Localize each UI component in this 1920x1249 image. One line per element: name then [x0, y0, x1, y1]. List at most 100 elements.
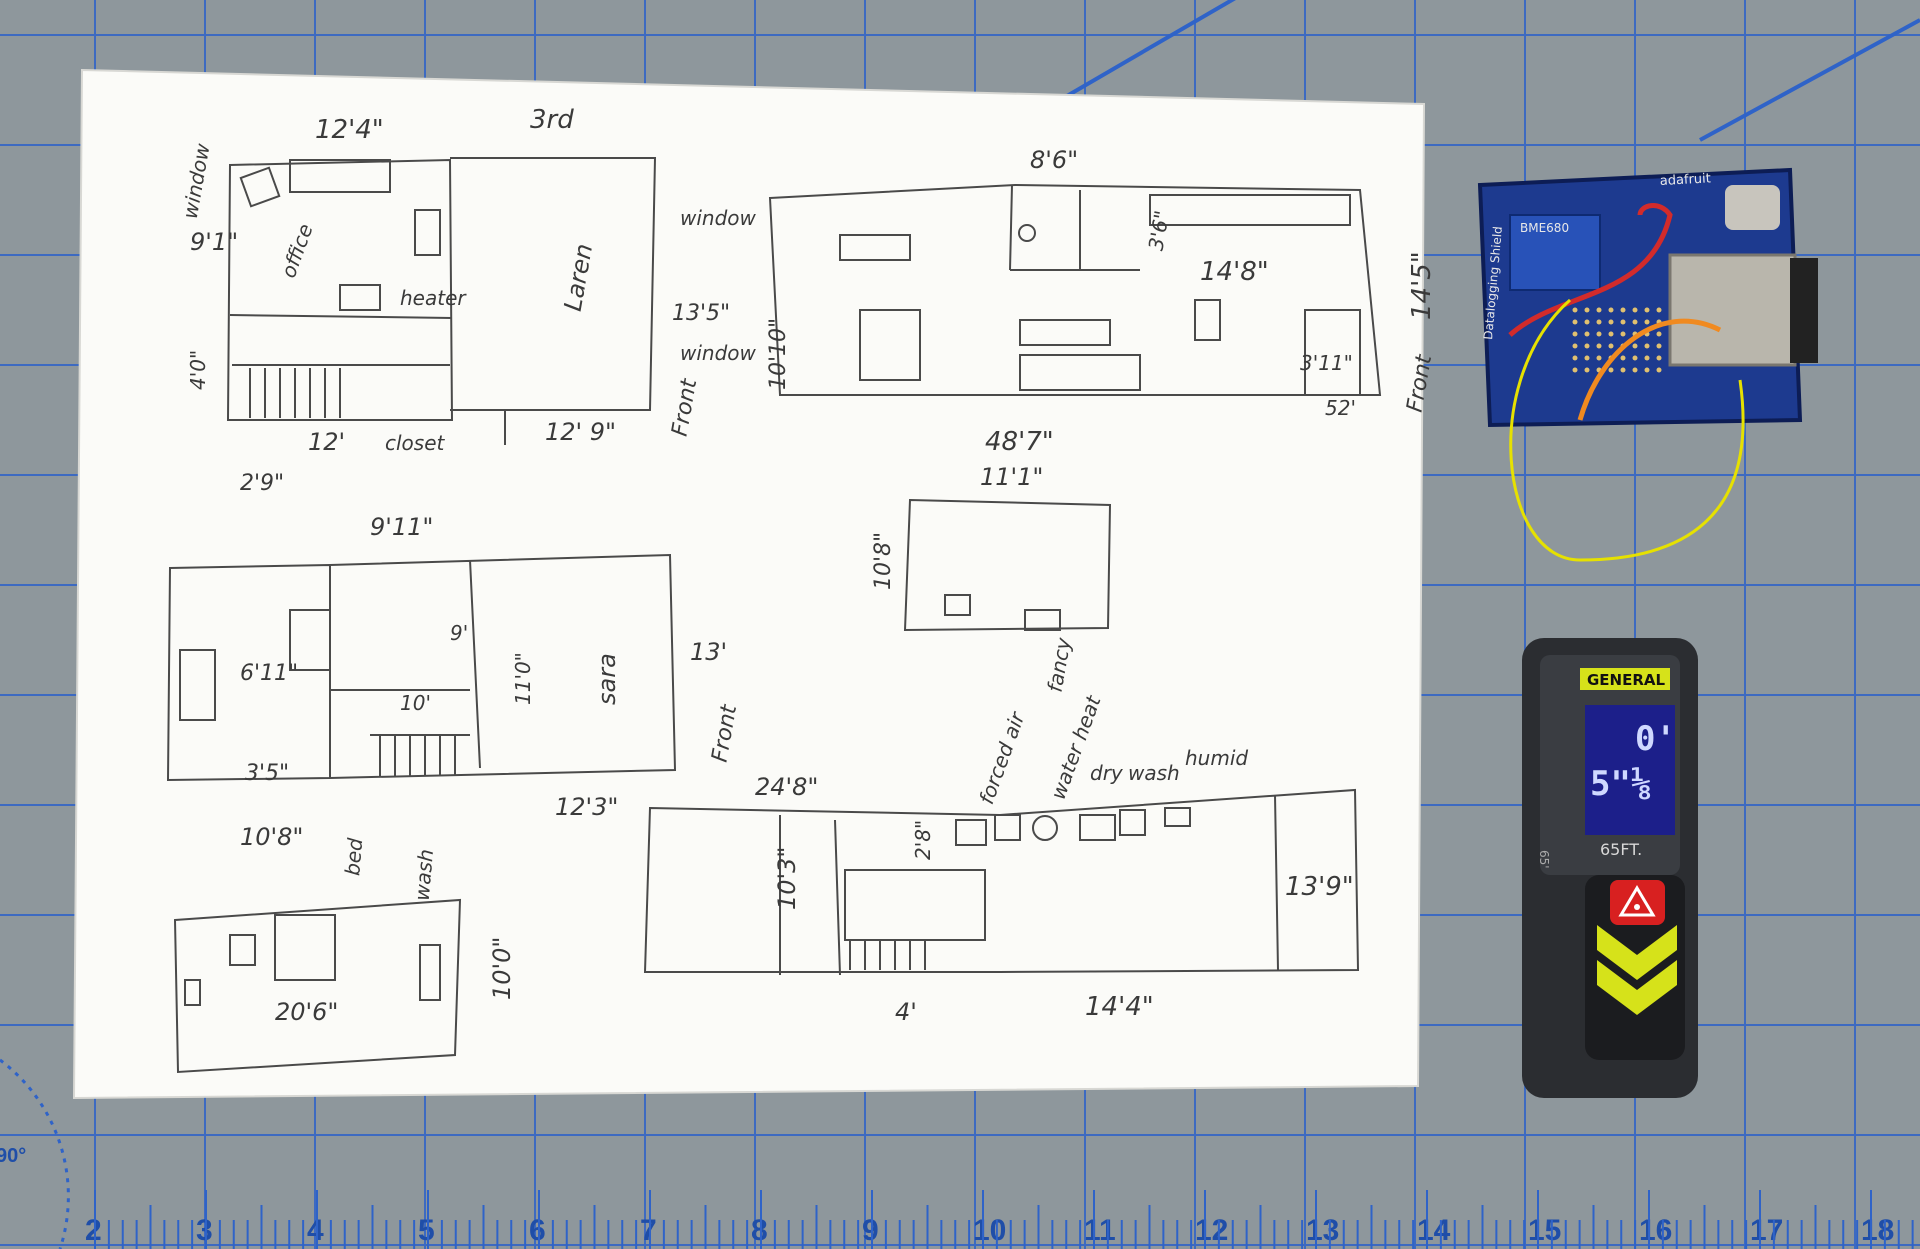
device-brand: GENERAL	[1587, 671, 1666, 689]
plan5-furnace2	[994, 814, 1021, 841]
pcb-hole	[1620, 319, 1626, 325]
plan2-stair	[1019, 354, 1141, 391]
floor-plan-sketches	[166, 157, 1382, 1074]
plan3-item	[1024, 609, 1061, 631]
label-bed: bed	[340, 837, 367, 877]
plan2-appliance	[859, 309, 921, 381]
lcd-screen	[1585, 705, 1675, 835]
pcb-hole	[1596, 307, 1602, 313]
pcb-hole	[1596, 343, 1602, 349]
label-13-9: 13'9"	[1285, 872, 1354, 902]
sensor-module	[1509, 214, 1601, 291]
ruler-number: 16	[1639, 1214, 1672, 1247]
plan5-bench	[844, 869, 986, 941]
label-2-9: 2'9"	[240, 471, 284, 496]
pcb-hole	[1656, 343, 1662, 349]
plan1-box	[339, 284, 381, 311]
label-12-9: 12' 9"	[545, 418, 616, 446]
plan5-washer	[1119, 809, 1146, 836]
plan2-circle	[1018, 224, 1036, 242]
label-48-7: 48'7"	[985, 427, 1054, 457]
pcb-hole	[1644, 355, 1650, 361]
label-14-5: 14'5"	[1407, 251, 1437, 320]
pcb-sensor-label: BME680	[1520, 221, 1569, 235]
label-closet: closet	[385, 431, 446, 455]
label-3-11: 3'11"	[1300, 351, 1353, 375]
ruler-number: 17	[1750, 1214, 1783, 1247]
ruler-number: 4	[307, 1214, 324, 1247]
label-12: 12'	[308, 428, 345, 456]
pcb-hole	[1656, 331, 1662, 337]
pcb-hole	[1620, 307, 1626, 313]
pcb-hole	[1656, 367, 1662, 373]
coin-battery-holder	[1725, 185, 1780, 230]
pcb-hole	[1608, 319, 1614, 325]
pcb-hole	[1632, 307, 1638, 313]
plan4-closet	[179, 649, 216, 721]
pcb-hole	[1656, 307, 1662, 313]
arduino-datalogger: adafruit BME680 Datalogging Shield	[1477, 167, 1818, 562]
label-top-a: 12'4"	[315, 115, 384, 145]
pcb-hole	[1656, 355, 1662, 361]
label-10-0: 10'0"	[488, 937, 516, 1000]
label-11: 11'0"	[511, 652, 535, 705]
plan-top-right	[768, 183, 1382, 396]
plan1-desk	[289, 159, 391, 193]
ruler-number: 13	[1306, 1214, 1339, 1247]
plan5-furnace	[955, 819, 987, 846]
pcb-hole	[1608, 343, 1614, 349]
pcb-hole	[1644, 319, 1650, 325]
pcb-hole	[1644, 343, 1650, 349]
label-13-5: 13'5"	[672, 301, 730, 326]
pcb-hole	[1608, 331, 1614, 337]
ruler-number: 7	[640, 1214, 657, 1247]
plan2-fixture	[1194, 299, 1221, 341]
plan-top-left	[226, 157, 657, 445]
label-10-8b: 10'8"	[240, 823, 303, 851]
plan2-table	[1019, 319, 1111, 346]
pcb-hole	[1620, 355, 1626, 361]
ruler-number: 12	[1195, 1214, 1228, 1247]
label-14-4: 14'4"	[1085, 992, 1154, 1022]
label-9-11: 9'11"	[370, 513, 433, 541]
sd-card-slot	[1668, 253, 1797, 367]
pcb-hole	[1596, 331, 1602, 337]
ruler-number: 3	[196, 1214, 213, 1247]
plan1-stairs	[249, 368, 341, 418]
plan6-dresser	[229, 934, 256, 966]
ruler-number: 10	[973, 1214, 1006, 1247]
label-wash2: wash	[410, 848, 438, 902]
plan2-window	[1149, 194, 1351, 226]
pcb-hole	[1572, 343, 1578, 349]
laser-warning-icon	[1618, 885, 1656, 917]
lcd-reading-inches: 5"⅛	[1590, 764, 1651, 804]
pcb-hole	[1644, 367, 1650, 373]
plan5-dryer	[1079, 814, 1116, 841]
ruler-number: 14	[1417, 1214, 1451, 1247]
pcb-hole	[1584, 319, 1590, 325]
label-9: 9'	[450, 621, 468, 645]
label-13: 13'	[690, 638, 727, 666]
orange-wire	[1577, 318, 1722, 421]
label-3-5: 3'5"	[245, 761, 289, 786]
label-10-8: 10'8"	[871, 532, 896, 590]
label-2-8: 2'8"	[911, 820, 935, 860]
plan6-bed	[274, 914, 336, 981]
label-dim-4: 4'0"	[186, 350, 210, 390]
label-window3: window	[680, 341, 757, 365]
plan1-chair	[239, 166, 281, 208]
plan-middle	[903, 498, 1112, 632]
ruler-number: 15	[1528, 1214, 1561, 1247]
plan5-humidifier	[1164, 807, 1191, 827]
ruler-number: 9	[862, 1214, 879, 1247]
chevron-upper	[1597, 925, 1677, 980]
device-range: 65FT.	[1600, 840, 1642, 859]
plan5-stairs	[849, 940, 926, 970]
label-8-6: 8'6"	[1030, 146, 1078, 174]
plan3-item2	[944, 594, 971, 616]
pcb-hole	[1632, 319, 1638, 325]
pcb-hole	[1584, 367, 1590, 373]
protractor-arc	[0, 1058, 70, 1249]
